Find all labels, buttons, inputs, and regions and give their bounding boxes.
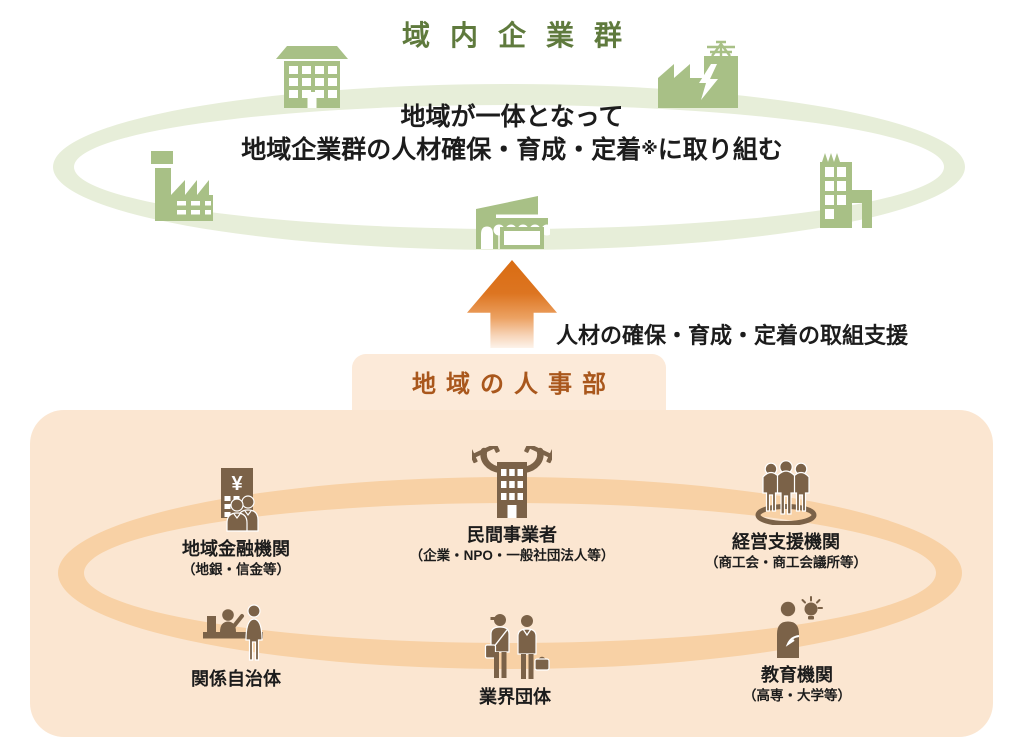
member-subtitle: （企業・NPO・一般社団法人等） [409, 548, 615, 563]
member-management-support: 経営支援機関 （商工会・商工会議所等） [646, 459, 926, 572]
hr-tab-title: 地域の人事部 [352, 354, 666, 416]
counter-icon [202, 604, 263, 661]
member-municipalities: 関係自治体 [96, 602, 376, 690]
bank-icon: ¥ [221, 468, 259, 532]
enterprise-message-line2: 地域企業群の人材確保・育成・定着※に取り組む [241, 136, 783, 164]
power-plant-icon [658, 40, 738, 108]
member-name: 地域金融機関 [182, 539, 290, 559]
member-subtitle: （商工会・商工会議所等） [705, 555, 867, 570]
strong-company-icon [472, 446, 552, 518]
up-arrow-icon [467, 260, 557, 348]
factory-icon [151, 151, 213, 221]
member-name: 関係自治体 [191, 669, 281, 689]
enterprise-message: 地域が一体となって 地域企業群の人材確保・育成・定着※に取り組む [0, 101, 1024, 169]
shop-icon [476, 196, 550, 249]
member-name: 民間事業者 [467, 525, 557, 545]
note-mark: ※ [641, 139, 658, 158]
office-building-icon [276, 46, 348, 108]
member-subtitle: （高専・大学等） [743, 688, 851, 703]
businessmen-icon [484, 614, 550, 679]
member-subtitle: （地銀・信金等） [182, 562, 290, 577]
arrow-label: 人材の確保・育成・定着の取組支援 [556, 323, 909, 348]
member-industry-groups: 業界団体 [375, 610, 655, 708]
member-name: 業界団体 [479, 687, 551, 707]
top-section-title: 域内企業群 [401, 20, 642, 51]
enterprise-message-line1: 地域が一体となって [400, 103, 624, 131]
member-education: 教育機関 （高専・大学等） [657, 596, 937, 705]
member-private-business: 民間事業者 （企業・NPO・一般社団法人等） [372, 446, 652, 565]
idea-person-icon [777, 596, 823, 658]
city-building-icon [820, 153, 872, 228]
member-name: 経営支援機関 [732, 532, 840, 552]
member-name: 教育機関 [761, 665, 833, 685]
member-regional-financial: ¥ 地域金融機関 （地銀・信金等） [96, 468, 376, 579]
svg-text:¥: ¥ [231, 473, 243, 495]
people-group-icon [755, 460, 817, 525]
